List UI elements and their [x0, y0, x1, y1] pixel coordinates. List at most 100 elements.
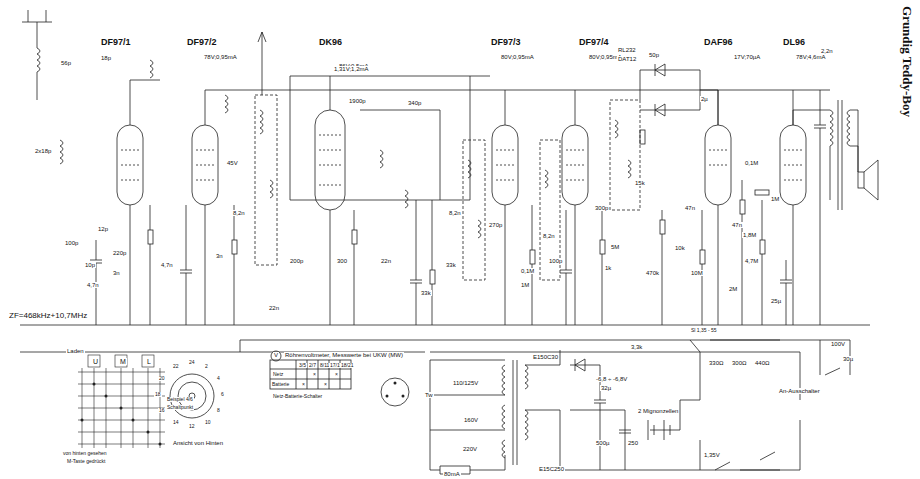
schematic-label: E15C250	[538, 466, 565, 472]
schematic-label: 100V	[830, 341, 846, 347]
schematic-label: 2µ	[700, 96, 709, 102]
schematic-label: 78V;0,95mA	[203, 54, 238, 60]
schematic-label: 340p	[407, 100, 422, 106]
schematic-label: 2/7	[308, 363, 317, 368]
schematic-label: 6	[220, 392, 225, 397]
schematic-label: DAT12	[617, 56, 637, 62]
schematic-label: ×	[301, 382, 306, 387]
schematic-label: 8,2n	[232, 210, 246, 216]
schematic-label: An-Ausschalter	[778, 388, 821, 394]
schematic-label: Beispiel 4/6	[166, 397, 194, 402]
tube-name: DF97/4	[578, 38, 610, 47]
schematic-label: 3/5	[298, 363, 307, 368]
schematic-label: 33k	[420, 290, 432, 296]
schematic-label: 300Ω	[731, 360, 748, 366]
schematic-label: 500µ	[595, 440, 610, 446]
schematic-label: 160V	[463, 417, 479, 423]
tube-name: DF97/2	[186, 38, 218, 47]
schematic-label: 56p	[60, 60, 72, 66]
schematic-label: 24	[188, 360, 196, 365]
schematic-label: 4,7n	[86, 282, 100, 288]
schematic-label: 1,31V;1,2mA	[333, 66, 369, 72]
tube-name: DF97/3	[490, 38, 522, 47]
schematic-label: ZF=468kHz+10,7MHz	[8, 312, 88, 320]
schematic-label: 100p	[64, 240, 79, 246]
schematic-label: 12p	[97, 226, 109, 232]
schematic-label: 18	[154, 392, 162, 397]
schematic-label: 50p	[648, 52, 660, 58]
schematic-label: 80V;0,95mA	[500, 54, 535, 60]
schematic-label: 10p	[84, 262, 96, 268]
schematic-label: 10k	[674, 245, 686, 251]
schematic-label: 200p	[289, 258, 304, 264]
schematic-label: 220p	[112, 250, 127, 256]
schematic-label: 0,1M	[744, 160, 759, 166]
schematic-label: 100p	[548, 258, 563, 264]
schematic-label: 16	[158, 408, 166, 413]
schematic-label: Laden	[66, 348, 85, 354]
schematic-label: 3n	[112, 270, 121, 276]
schematic-label: 30µ	[842, 356, 854, 362]
schematic-label: ×	[312, 372, 317, 377]
schematic-label: 8,2n	[448, 210, 462, 216]
schematic-label: U	[92, 358, 99, 365]
schematic-label: E150C30	[532, 354, 559, 360]
schematic-label: 300p	[594, 205, 609, 211]
schematic-label: ×	[323, 382, 328, 387]
schematic-label: Netz	[272, 372, 284, 377]
schematic-label: 45V	[226, 160, 239, 166]
schematic-label: 300	[336, 258, 348, 264]
schematic-label: 8	[216, 408, 221, 413]
tube-name: DK96	[318, 38, 343, 47]
schematic-label: M	[119, 358, 127, 365]
schematic-label: 20	[158, 376, 166, 381]
schematic-label: 1M	[770, 196, 780, 202]
schematic-label: Schaltpunkt	[166, 405, 194, 410]
schematic-label: 25µ	[770, 298, 782, 304]
schematic-label: Sl 1,35 - 55	[690, 328, 718, 333]
schematic-label: Röhrenvoltmeter, Messwerte bei UKW (MW)	[284, 352, 404, 358]
schematic-label: 22n	[380, 258, 392, 264]
tube-name: DF97/1	[100, 38, 132, 47]
schematic-label: 0,1M	[520, 268, 535, 274]
schematic-label: 8,2n	[542, 233, 556, 239]
schematic-label: 47n	[731, 222, 743, 228]
schematic-label: 17V;70µA	[733, 54, 761, 60]
schematic-label: 10M	[690, 270, 704, 276]
schematic-label: 1k	[604, 265, 612, 271]
schematic-label: M-Taste gedrückt	[66, 459, 106, 464]
diagram-title: Grundig Teddy-Boy	[901, 6, 914, 117]
schematic-label: RL232	[617, 47, 637, 53]
schematic-label: 1,8M	[742, 232, 757, 238]
schematic-label: 47n	[684, 205, 696, 211]
schematic-label: 220V	[462, 446, 478, 452]
schematic-label: 2x18p	[34, 148, 52, 154]
schematic-label: 22	[172, 364, 180, 369]
tube-name: DL96	[782, 38, 806, 47]
schematic-label: 80mA	[443, 471, 461, 477]
schematic-label: 33k	[445, 262, 457, 268]
schematic-label: 4,7n	[160, 262, 174, 268]
schematic-label: 2,2n	[820, 48, 834, 54]
schematic-label: 14	[172, 420, 180, 425]
schematic-label: 2 Mignonzellen	[637, 408, 679, 414]
schematic-label: 110/125V	[452, 380, 479, 386]
schematic-label: 270p	[488, 222, 503, 228]
schematic-label: 330Ω	[708, 360, 725, 366]
schematic-label: Tw	[424, 392, 434, 398]
schematic-label: 18/21	[340, 363, 355, 368]
schematic-label: 1M	[520, 282, 530, 288]
schematic-label: 470k	[645, 270, 660, 276]
schematic-label: 18p	[100, 55, 112, 61]
schematic-label: 440Ω	[754, 360, 771, 366]
schematic-label: 10	[204, 420, 212, 425]
schematic-label: 15k	[634, 180, 646, 186]
schematic-label: 2	[204, 364, 209, 369]
schematic-label: von hinten gesehen	[62, 451, 108, 456]
schematic-label: 4	[216, 376, 221, 381]
schematic-label: 2M	[728, 286, 738, 292]
schematic-label: 1,35V	[703, 452, 721, 458]
tube-name: DAF96	[703, 38, 734, 47]
schematic-label: V	[273, 352, 279, 358]
